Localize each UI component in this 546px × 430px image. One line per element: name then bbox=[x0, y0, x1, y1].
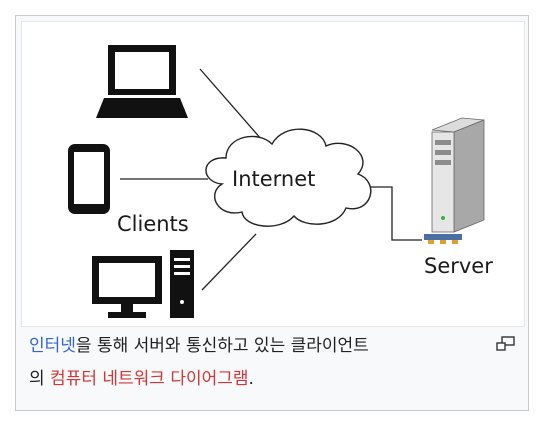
link-network-diagram[interactable]: 컴퓨터 네트워크 다이어그램 bbox=[50, 369, 249, 389]
server-tower-icon bbox=[424, 117, 485, 244]
link-internet[interactable]: 인터넷 bbox=[29, 336, 76, 356]
desktop-computer-icon bbox=[92, 250, 194, 318]
server-label: Server bbox=[424, 254, 493, 278]
caption-text-end: . bbox=[248, 369, 254, 389]
connection-line-laptop bbox=[199, 68, 263, 141]
connection-line-server bbox=[362, 186, 422, 241]
cloud-icon bbox=[205, 128, 372, 227]
network-diagram-image[interactable]: Internet Clients Server bbox=[21, 21, 525, 327]
connection-line-desktop bbox=[201, 233, 257, 291]
internet-label: Internet bbox=[232, 167, 316, 191]
caption-text-2: 의 bbox=[29, 369, 51, 389]
clients-label: Clients bbox=[117, 212, 189, 236]
caption-text-1: 을 통해 서버와 통신하고 있는 클라이언트 bbox=[75, 336, 369, 356]
smartphone-icon bbox=[68, 144, 110, 214]
network-diagram-svg bbox=[68, 45, 485, 318]
image-caption: 인터넷을 통해 서버와 통신하고 있는 클라이언트 의 컴퓨터 네트워크 다이어… bbox=[29, 330, 499, 396]
laptop-icon bbox=[96, 45, 188, 118]
thumbnail-frame: Internet Clients Server 인터넷을 통해 서버와 통신하고… bbox=[15, 15, 529, 411]
magnify-icon[interactable] bbox=[496, 336, 516, 352]
